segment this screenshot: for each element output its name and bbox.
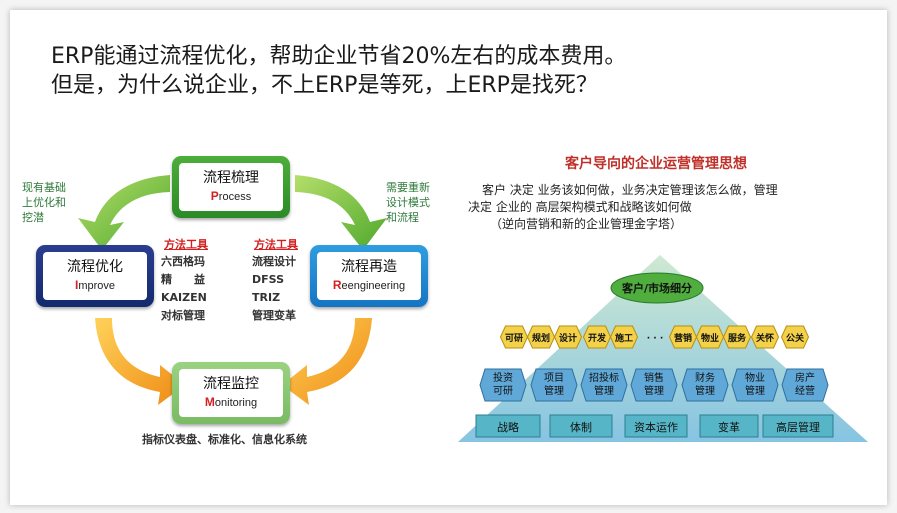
business-label: 施工 bbox=[615, 332, 633, 344]
process-box-bottom: 流程监控 Monitoring bbox=[172, 362, 290, 424]
management-label: 管理 bbox=[594, 384, 614, 397]
business-label: · · · bbox=[647, 334, 664, 344]
process-box-right: 流程再造 Reengineering bbox=[310, 245, 428, 307]
management-label: 管理 bbox=[745, 384, 765, 397]
strategy-rect: 资本运作 bbox=[624, 414, 688, 438]
business-label: 规划 bbox=[532, 332, 550, 344]
apex-label: 客户/市场细分 bbox=[621, 281, 692, 295]
arrow-top-right bbox=[295, 175, 387, 250]
management-label: 经营 bbox=[795, 384, 815, 397]
management-label: 管理 bbox=[544, 384, 564, 397]
process-box-right-title: 流程再造 bbox=[341, 259, 397, 275]
business-label: 公关 bbox=[786, 332, 804, 344]
business-hex: 关怀 bbox=[750, 325, 780, 349]
business-label: 关怀 bbox=[756, 332, 774, 344]
apex-ellipse bbox=[610, 272, 704, 304]
process-box-bottom-title: 流程监控 bbox=[203, 376, 259, 392]
strategy-rect: 变革 bbox=[699, 414, 759, 438]
left-side-note: 现有基础 上优化和 挖潜 bbox=[22, 181, 66, 224]
management-label: 可研 bbox=[493, 385, 513, 397]
strategy-label: 高层管理 bbox=[776, 420, 820, 434]
strategy-label: 战略 bbox=[497, 420, 519, 434]
pyramid-title: 客户导向的企业运营管理思想 bbox=[565, 156, 747, 172]
business-row: 可研规划设计开发施工 · · · 营销物业服务关怀公关 bbox=[499, 325, 810, 349]
process-box-top-subtitle: Process bbox=[210, 189, 252, 203]
headline-line-2: 但是，为什么说企业，不上ERP是等死，上ERP是找死？ bbox=[51, 73, 598, 98]
strategy-label: 体制 bbox=[570, 420, 592, 434]
business-hex: 公关 bbox=[780, 325, 810, 349]
business-label: 设计 bbox=[559, 332, 577, 344]
business-label: 开发 bbox=[588, 332, 607, 344]
business-label: 服务 bbox=[728, 332, 747, 344]
arrow-bottom-right bbox=[282, 318, 372, 405]
business-label: 营销 bbox=[674, 332, 692, 344]
management-label: 投资 bbox=[493, 371, 513, 384]
business-hex: 规划 bbox=[526, 325, 556, 349]
process-box-right-subtitle: Reengineering bbox=[332, 278, 406, 292]
arrow-top-left bbox=[78, 175, 170, 250]
business-hex: 物业 bbox=[695, 325, 725, 349]
right-side-note: 需要重新 设计模式 和流程 bbox=[386, 181, 430, 224]
management-label: 物业 bbox=[745, 371, 765, 384]
process-box-top-title: 流程梳理 bbox=[203, 170, 259, 186]
tools-right-heading: 方法工具 bbox=[254, 238, 298, 251]
pyramid-description: 客户 决定 业务该如何做，业务决定管理该怎么做，管理 决定 企业的 高层架构模式… bbox=[468, 183, 778, 231]
strategy-label: 变革 bbox=[718, 420, 740, 434]
arrow-bottom-left bbox=[95, 318, 185, 405]
tools-left-heading: 方法工具 bbox=[164, 238, 208, 251]
business-hex: 开发 bbox=[582, 325, 612, 349]
strategy-rect: 战略 bbox=[475, 414, 541, 438]
management-label: 管理 bbox=[644, 384, 664, 397]
business-hex: 施工 bbox=[609, 325, 639, 349]
headline-line-1: ERP能通过流程优化，帮助企业节省20%左右的成本费用。 bbox=[51, 44, 627, 69]
business-label: 可研 bbox=[505, 333, 523, 344]
strategy-rect: 高层管理 bbox=[762, 414, 834, 438]
business-hex: 营销 bbox=[668, 325, 698, 349]
strategy-rect: 体制 bbox=[549, 414, 613, 438]
management-label: 房产 bbox=[795, 371, 815, 384]
strategy-label: 资本运作 bbox=[634, 420, 678, 434]
process-box-left: 流程优化 Improve bbox=[36, 245, 154, 307]
strategy-row: 战略 体制 资本运作 变革 高层管理 bbox=[475, 414, 834, 438]
business-hex: 服务 bbox=[722, 325, 752, 349]
management-label: 管理 bbox=[695, 384, 715, 397]
business-label: 物业 bbox=[701, 332, 719, 344]
business-hex: · · · bbox=[647, 334, 664, 344]
process-box-left-subtitle: Improve bbox=[74, 278, 116, 292]
process-box-bottom-subtitle: Monitoring bbox=[204, 395, 258, 409]
management-label: 招投标 bbox=[589, 371, 619, 384]
process-box-left-title: 流程优化 bbox=[67, 259, 123, 275]
process-box-top: 流程梳理 Process bbox=[172, 156, 290, 218]
management-label: 项目 bbox=[544, 372, 564, 384]
tools-right-list: 流程设计 DFSS TRIZ 管理变革 bbox=[252, 255, 296, 322]
management-label: 财务 bbox=[695, 371, 715, 384]
tools-left-list: 六西格玛 精 益 KAIZEN 对标管理 bbox=[161, 255, 207, 322]
business-hex: 可研 bbox=[499, 325, 529, 349]
monitoring-footnote: 指标仪表盘、标准化、信息化系统 bbox=[142, 433, 307, 446]
business-hex: 设计 bbox=[553, 325, 583, 349]
management-label: 销售 bbox=[644, 371, 664, 384]
